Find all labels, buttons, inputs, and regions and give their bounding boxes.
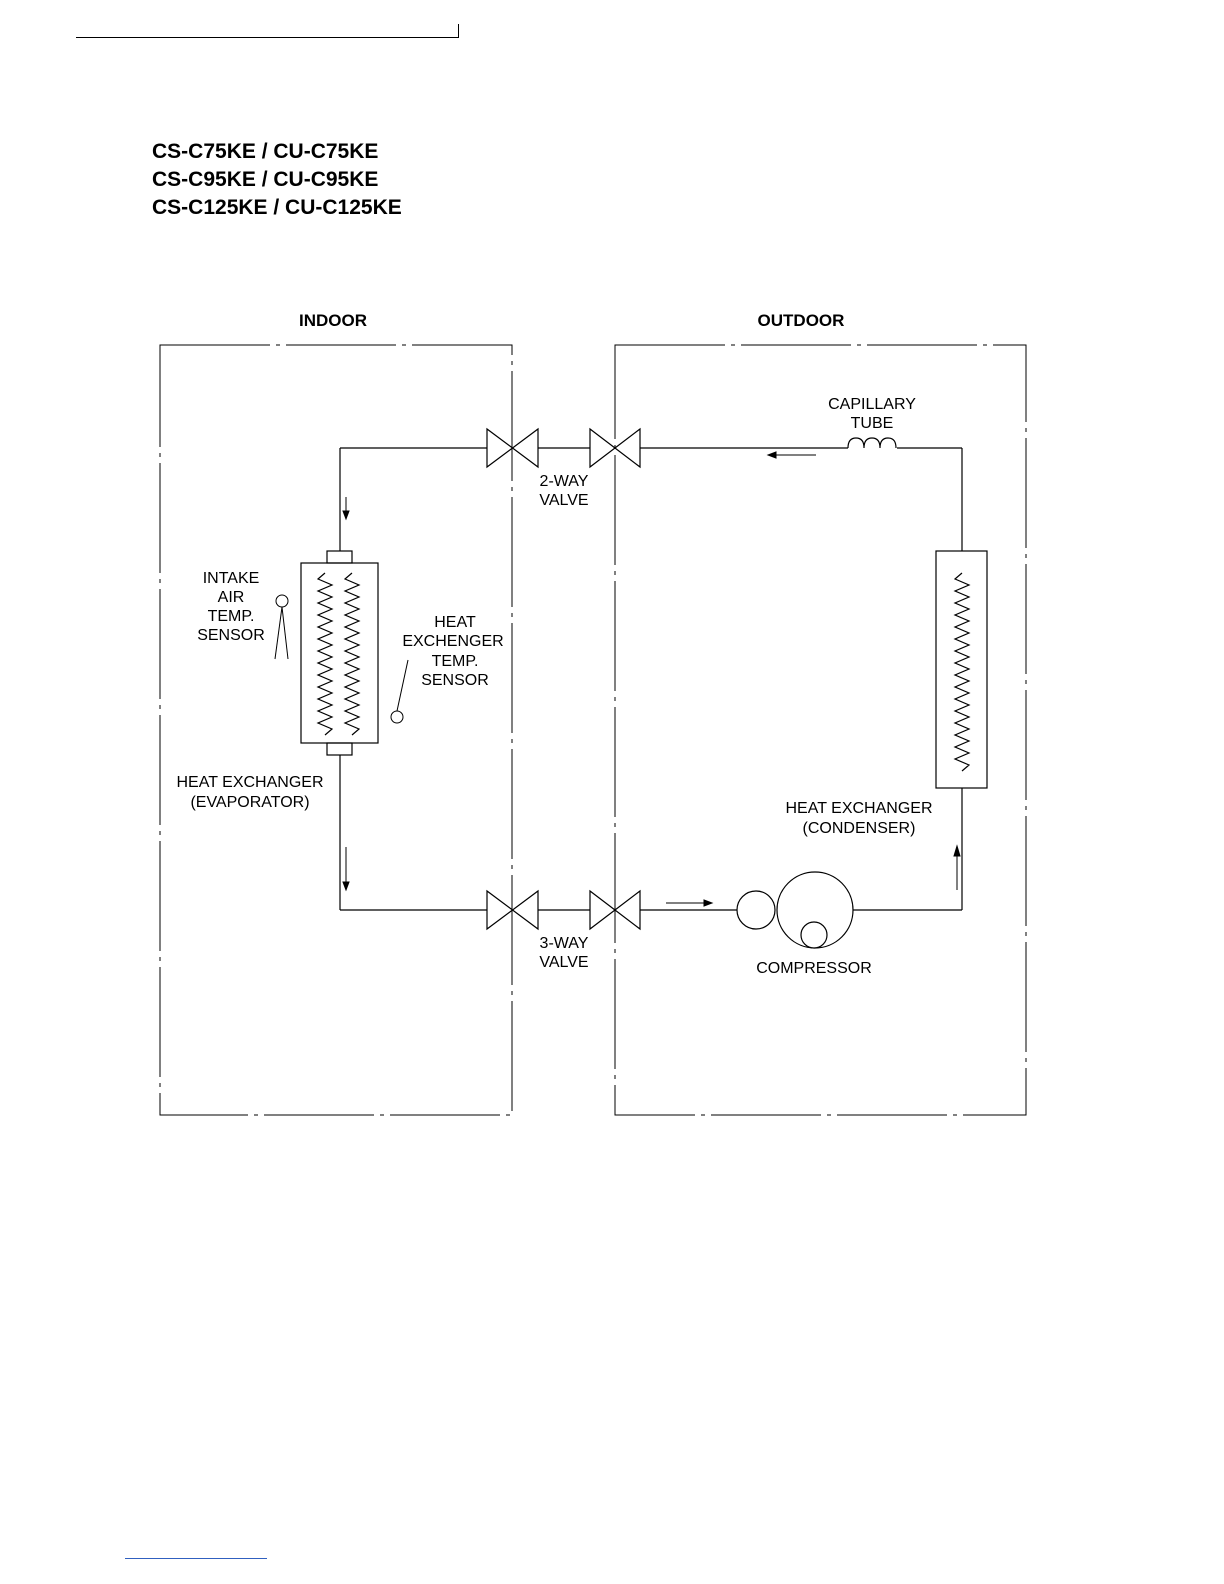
outdoor-heading: OUTDOOR <box>758 311 845 330</box>
intake-air-sensor-label-3: TEMP. <box>208 608 255 625</box>
intake-air-sensor-label-4: SENSOR <box>197 627 265 644</box>
condenser-label-1: HEAT EXCHANGER <box>786 800 933 817</box>
compressor-symbol <box>737 872 853 948</box>
hx-temp-sensor-label-4: SENSOR <box>421 672 489 689</box>
three-way-valve-label-2: VALVE <box>539 954 588 971</box>
capillary-tube-label-1: CAPILLARY <box>828 396 916 413</box>
intake-air-sensor-label-1: INTAKE <box>203 570 260 587</box>
hx-temp-sensor-label-3: TEMP. <box>432 653 479 670</box>
intake-air-temp-sensor <box>275 595 288 659</box>
compressor-label: COMPRESSOR <box>756 960 872 977</box>
capillary-tube-coil <box>848 438 896 448</box>
footer-link-rule <box>125 1558 267 1559</box>
hx-temp-sensor-label-2: EXCHENGER <box>402 633 503 650</box>
indoor-heading: INDOOR <box>299 311 367 330</box>
evaporator-heat-exchanger <box>301 551 378 755</box>
condenser-heat-exchanger <box>936 551 987 788</box>
hx-temp-sensor-label-1: HEAT <box>434 614 476 631</box>
intake-air-sensor-label-2: AIR <box>218 589 245 606</box>
condenser-label-2: (CONDENSER) <box>803 820 916 837</box>
two-way-valve-label-2: VALVE <box>539 492 588 509</box>
three-way-valve-label-1: 3-WAY <box>540 935 589 952</box>
heat-exchanger-temp-sensor <box>391 660 408 723</box>
evaporator-label-1: HEAT EXCHANGER <box>177 774 324 791</box>
capillary-tube-label-2: TUBE <box>851 415 894 432</box>
indoor-unit-boundary <box>160 345 512 1115</box>
two-way-valve-label-1: 2-WAY <box>540 473 589 490</box>
evaporator-label-2: (EVAPORATOR) <box>190 794 309 811</box>
outdoor-unit-boundary <box>615 345 1026 1115</box>
